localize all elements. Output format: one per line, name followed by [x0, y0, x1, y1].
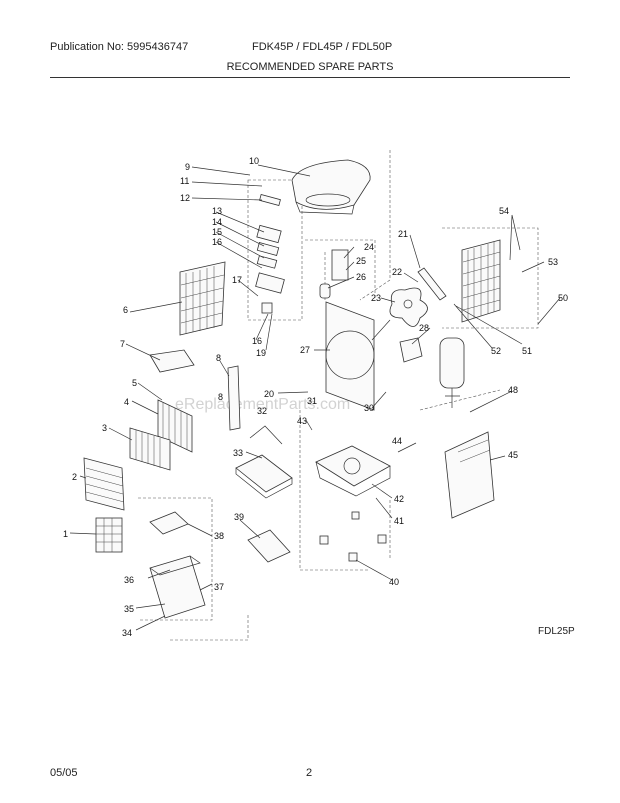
- part-front-filter: [129, 427, 171, 471]
- callout-19: 19: [256, 348, 266, 358]
- callout-43: 43: [297, 416, 307, 426]
- part-water-bucket: [149, 555, 206, 619]
- model-numbers: FDK45P / FDL45P / FDL50P: [252, 41, 393, 53]
- callout-20: 20: [264, 389, 274, 399]
- callout-39: 39: [234, 512, 244, 522]
- publication-number: Publication No: 5995436747: [50, 41, 189, 53]
- part-panel-bracket: [227, 365, 241, 431]
- callout-34: 34: [122, 628, 132, 638]
- part-top-cover: [291, 159, 371, 215]
- callout-27: 27: [300, 345, 310, 355]
- part-compressor: [439, 337, 465, 408]
- callout-8a: 8: [216, 353, 221, 363]
- callout-53: 53: [548, 257, 558, 267]
- callout-16a: 16: [212, 237, 222, 247]
- callout-23: 23: [371, 293, 381, 303]
- callout-8b: 8: [218, 392, 223, 402]
- assembly-guide-lines: [138, 150, 539, 641]
- callout-2: 2: [72, 472, 77, 482]
- part-reservoir-lid: [247, 529, 291, 563]
- callout-37: 37: [214, 582, 224, 592]
- callout-21: 21: [398, 229, 408, 239]
- callout-35: 35: [124, 604, 134, 614]
- callout-3: 3: [102, 423, 107, 433]
- callout-numbers: 1 2 3 4 5 6 7 8 8 9 10 11 12 13 14 15 16…: [63, 156, 568, 638]
- callout-17: 17: [232, 275, 242, 285]
- callout-30: 30: [364, 403, 374, 413]
- callout-48: 48: [508, 385, 518, 395]
- callout-14: 14: [212, 217, 222, 227]
- part-condenser: [461, 239, 501, 323]
- footer-date: 05/05: [50, 767, 78, 779]
- figure-label: FDL25P: [538, 626, 575, 637]
- callout-33: 33: [233, 448, 243, 458]
- callout-51: 51: [522, 346, 532, 356]
- callout-54: 54: [499, 206, 509, 216]
- part-capacitor-bracket: [319, 249, 349, 299]
- callout-15: 15: [212, 227, 222, 237]
- callout-7: 7: [120, 339, 125, 349]
- callout-9: 9: [185, 162, 190, 172]
- callout-50: 50: [558, 293, 568, 303]
- part-fan-blade: [389, 287, 428, 327]
- part-motor-bracket: [417, 267, 447, 301]
- callout-36: 36: [124, 575, 134, 585]
- part-fan-shroud: [325, 301, 375, 411]
- watermark: eReplacementParts.com: [175, 396, 350, 413]
- part-side-panel: [444, 431, 495, 519]
- callout-52: 52: [491, 346, 501, 356]
- callout-16b: 16: [252, 336, 262, 346]
- part-control-board-stack: [255, 194, 285, 314]
- callout-13: 13: [212, 206, 222, 216]
- callout-1: 1: [63, 529, 68, 539]
- part-motor: [399, 337, 423, 363]
- callout-32: 32: [257, 406, 267, 416]
- part-air-filter: [95, 517, 123, 553]
- callout-10: 10: [249, 156, 259, 166]
- callout-4: 4: [124, 397, 129, 407]
- part-base-pan: [315, 445, 391, 497]
- callout-41: 41: [394, 516, 404, 526]
- part-bucket-float: [149, 511, 189, 535]
- part-mounting-bracket: [149, 349, 195, 373]
- part-rear-grille: [179, 261, 226, 336]
- callout-42: 42: [394, 494, 404, 504]
- callout-11: 11: [180, 176, 189, 186]
- callout-26: 26: [356, 272, 366, 282]
- header-divider: [50, 77, 570, 78]
- callout-44: 44: [392, 436, 402, 446]
- callout-5: 5: [132, 378, 137, 388]
- callout-31: 31: [307, 396, 317, 406]
- callout-12: 12: [180, 193, 190, 203]
- callout-6: 6: [123, 305, 128, 315]
- callout-24: 24: [364, 242, 374, 252]
- callout-38: 38: [214, 531, 224, 541]
- callout-45: 45: [508, 450, 518, 460]
- page-number: 2: [306, 767, 313, 779]
- callout-28: 28: [419, 323, 429, 333]
- callout-40: 40: [389, 577, 399, 587]
- part-drain-tray: [235, 425, 293, 499]
- leader-lines: [69, 164, 561, 631]
- page-title: RECOMMENDED SPARE PARTS: [226, 61, 394, 73]
- part-front-grille: [83, 457, 125, 511]
- part-casters: [319, 511, 387, 562]
- callout-22: 22: [392, 267, 402, 277]
- callout-25: 25: [356, 256, 366, 266]
